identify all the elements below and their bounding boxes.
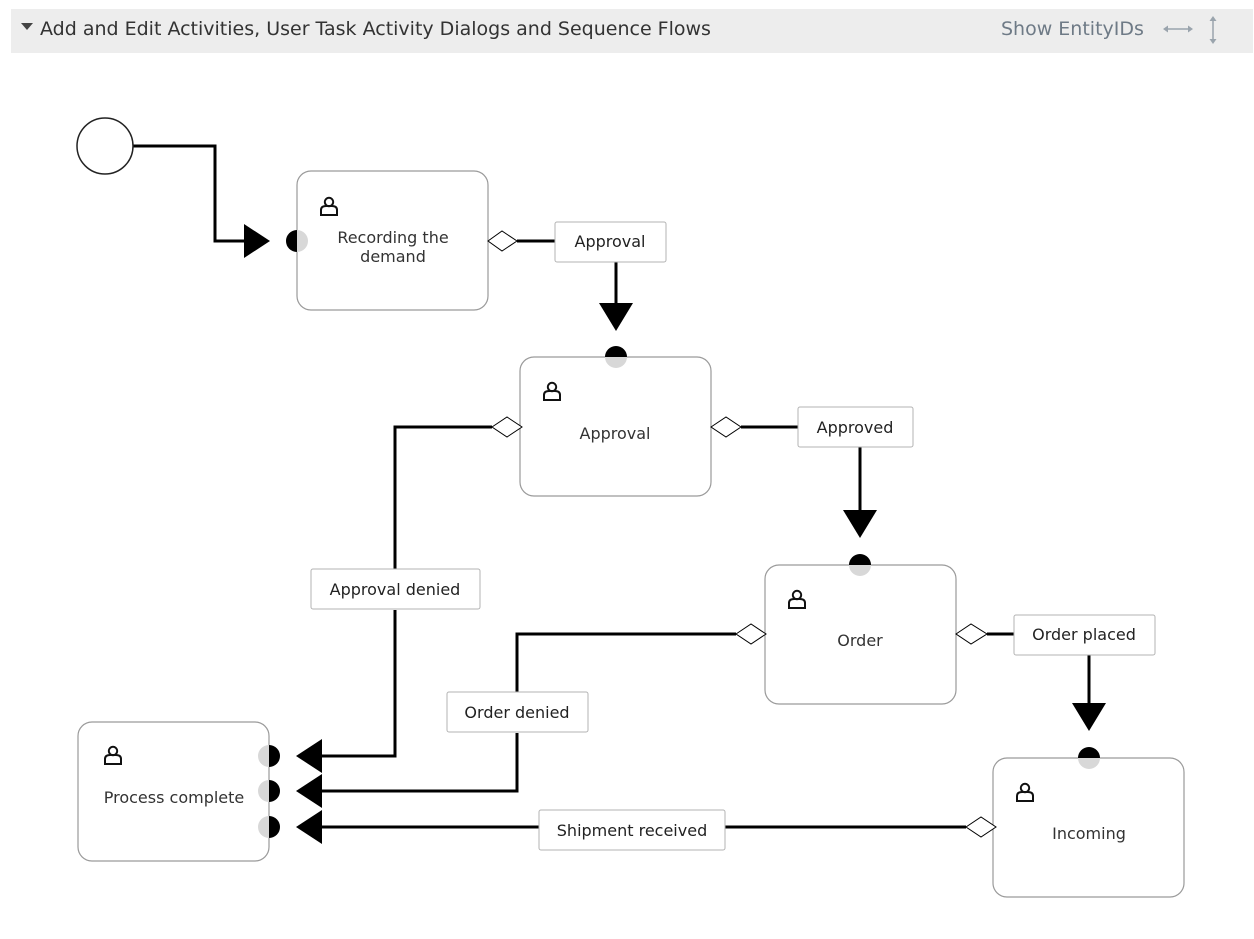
activity-label: Order <box>837 631 883 650</box>
endpoint-dot[interactable] <box>1078 747 1100 758</box>
resize-vertical-icon[interactable] <box>1206 15 1220 45</box>
start-connector <box>132 144 248 243</box>
endpoint-diamond[interactable] <box>487 230 518 252</box>
endpoint-dot[interactable] <box>286 230 297 252</box>
activity-process-complete[interactable]: Process complete <box>77 721 270 862</box>
flow-label-shipment-received[interactable]: Shipment received <box>538 809 726 851</box>
activity-label: Recording the <box>337 228 448 247</box>
endpoint-diamond[interactable] <box>710 416 742 438</box>
arrowhead <box>296 739 322 773</box>
activity-approval[interactable]: Approval <box>519 356 712 497</box>
arrowhead <box>244 224 270 258</box>
flow-denied-line <box>393 425 492 570</box>
endpoint-dot[interactable] <box>269 745 280 767</box>
flow-label-approval-denied[interactable]: Approval denied <box>310 568 481 610</box>
activity-incoming[interactable]: Incoming <box>992 757 1185 898</box>
activity-label: Approval <box>580 424 651 443</box>
endpoint-diamond[interactable] <box>965 816 997 838</box>
activity-label: Process complete <box>104 788 245 807</box>
endpoint-dot[interactable] <box>269 780 280 802</box>
flow-label-text: Approval <box>575 232 646 251</box>
flow-label-text: Approval denied <box>330 580 461 599</box>
arrowheads <box>244 224 1106 844</box>
activity-recording-the-demand[interactable]: Recording the demand <box>296 170 489 311</box>
entry-endpoints <box>258 230 1100 838</box>
arrowhead <box>296 810 322 844</box>
flow-label-order-placed[interactable]: Order placed <box>1013 614 1156 656</box>
flow-denied-line-down <box>322 610 397 758</box>
panel-title: Add and Edit Activities, User Task Activ… <box>40 18 711 40</box>
flow-label-text: Shipment received <box>557 821 707 840</box>
endpoint-dot[interactable] <box>605 346 627 357</box>
endpoint-dot[interactable] <box>269 816 280 838</box>
flow-label-approved[interactable]: Approved <box>797 406 914 448</box>
activity-label: Incoming <box>1052 824 1126 843</box>
arrowhead <box>843 510 877 538</box>
flow-lines <box>132 144 1091 829</box>
arrowhead <box>1072 703 1106 731</box>
activity-order[interactable]: Order <box>764 564 957 705</box>
flow-order-denied-line-down <box>322 733 519 793</box>
caret-down-icon[interactable] <box>20 19 34 33</box>
flow-label-text: Approved <box>817 418 894 437</box>
flow-label-text: Order placed <box>1032 625 1136 644</box>
resize-horizontal-icon[interactable] <box>1162 23 1194 35</box>
endpoint-diamond[interactable] <box>735 623 767 645</box>
endpoint-diamond[interactable] <box>955 623 988 645</box>
flow-label-text: Order denied <box>464 703 569 722</box>
endpoint-dot[interactable] <box>849 554 871 565</box>
flow-label-order-denied[interactable]: Order denied <box>446 691 589 733</box>
activity-label: demand <box>360 247 426 266</box>
arrowhead <box>599 303 633 331</box>
arrowhead <box>296 774 322 808</box>
start-event[interactable] <box>76 117 134 175</box>
show-entity-ids-link[interactable]: Show EntityIDs <box>1001 18 1144 40</box>
exit-endpoints <box>487 230 997 838</box>
endpoint-diamond[interactable] <box>491 416 523 438</box>
flow-label-approval[interactable]: Approval <box>554 221 667 263</box>
flow-order-denied-line <box>515 632 736 692</box>
panel-header[interactable] <box>11 9 1253 53</box>
